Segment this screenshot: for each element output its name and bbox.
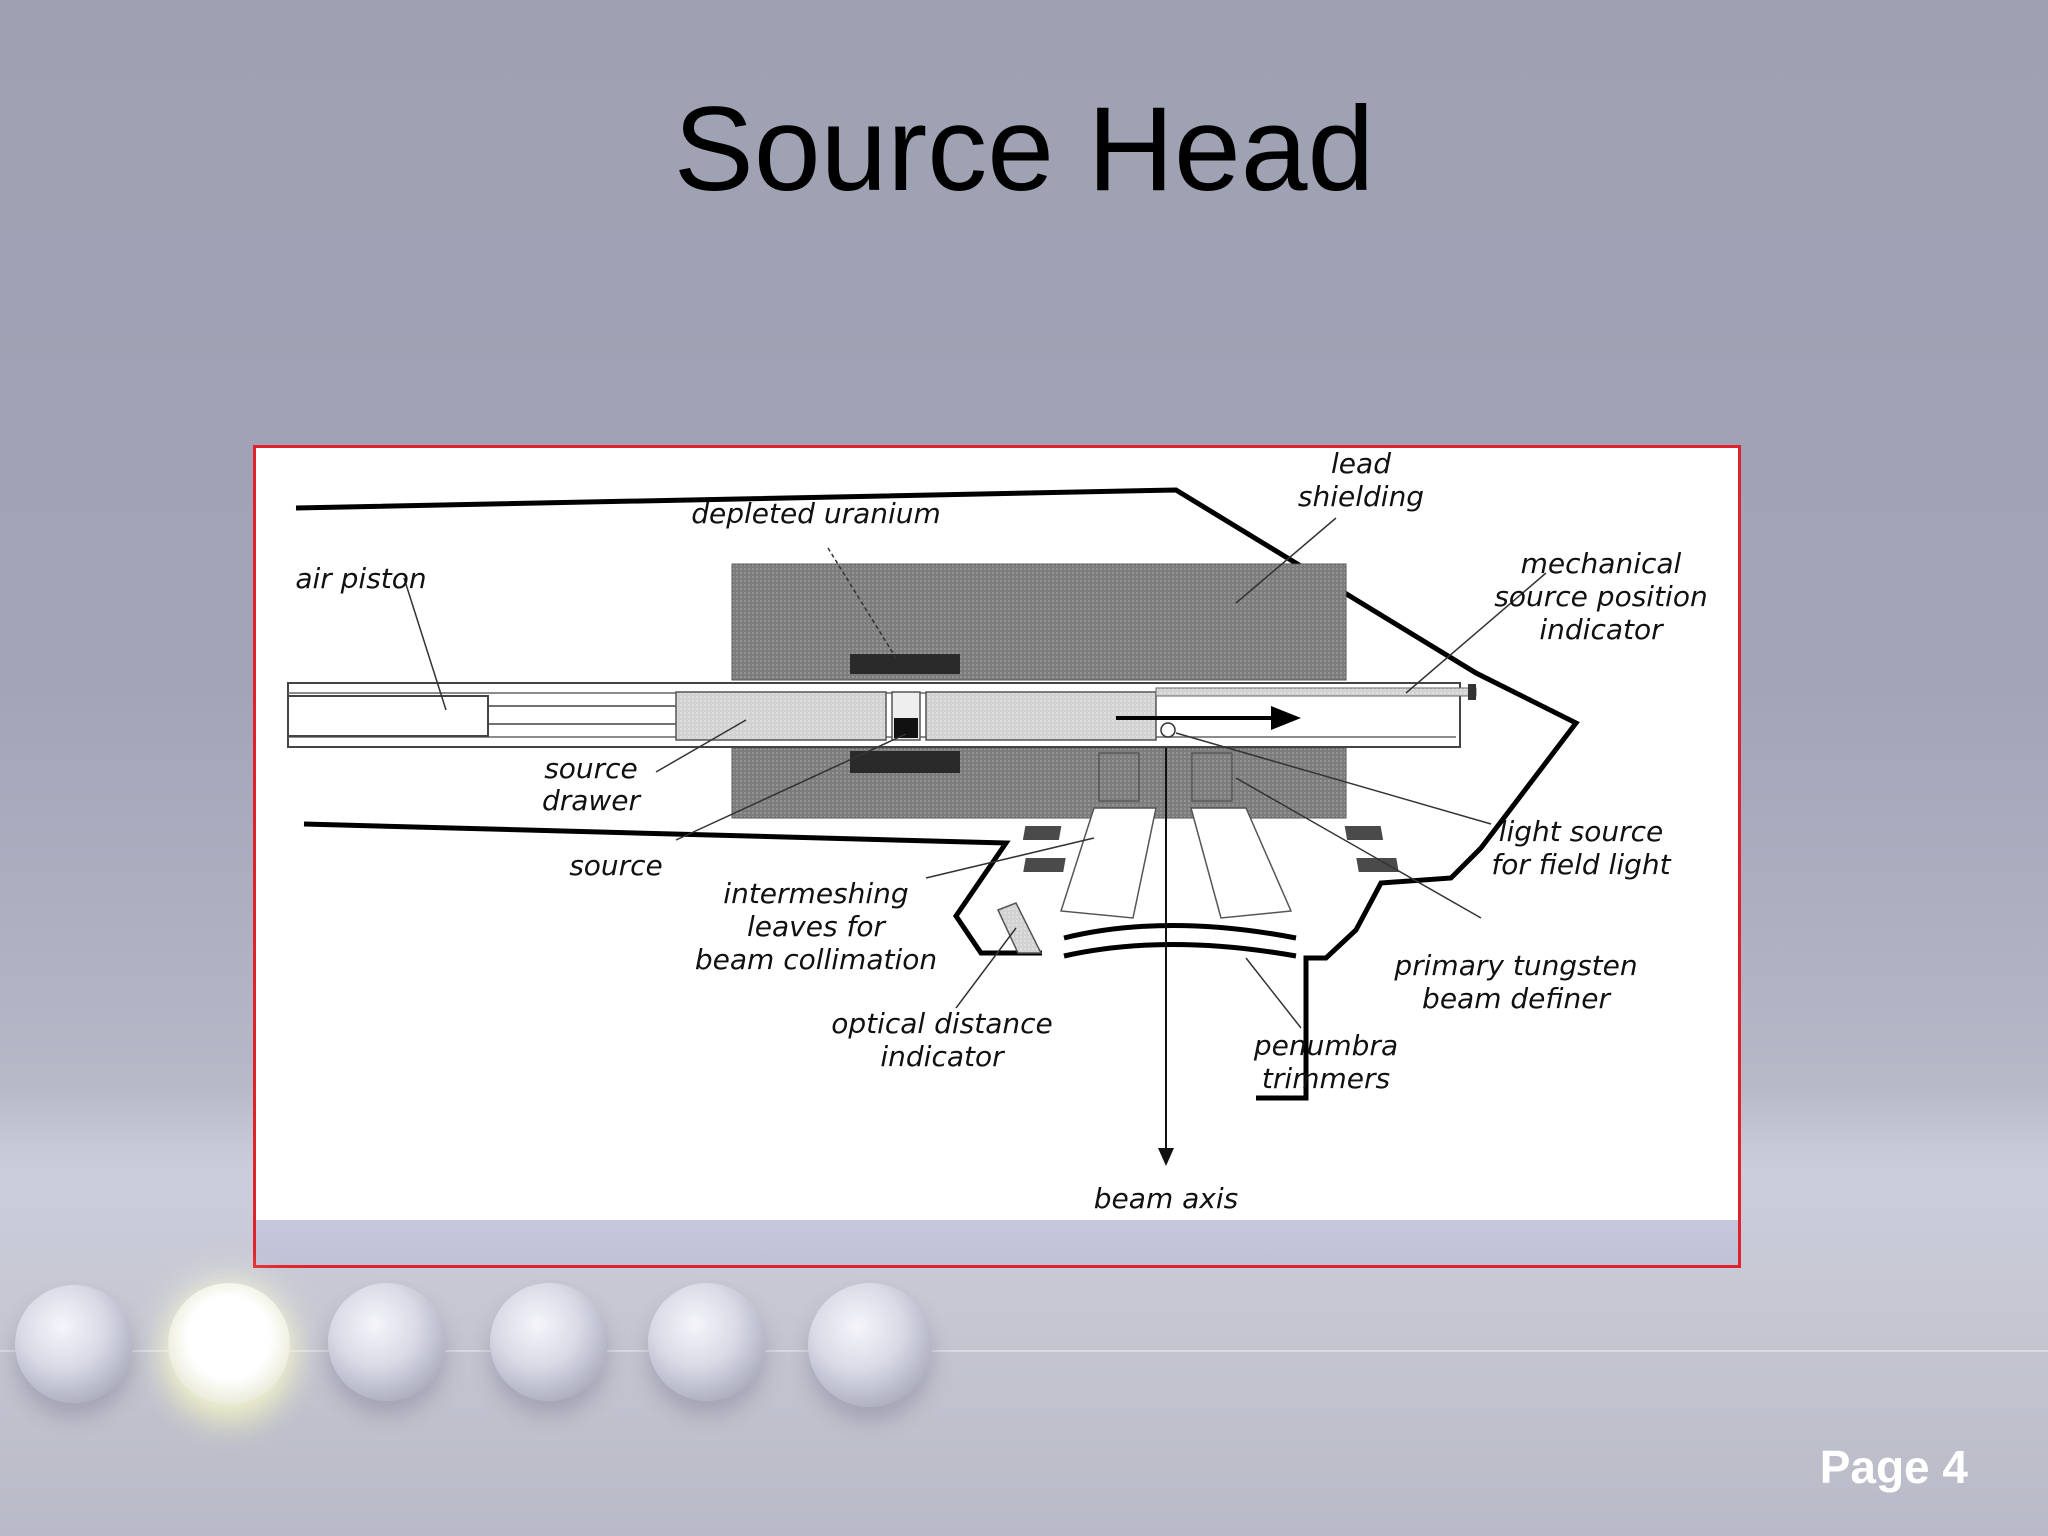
leader-piston (403, 577, 447, 711)
leader-source (675, 733, 907, 841)
floor-line (0, 1350, 2048, 1352)
lead-shielding-upper (731, 563, 1347, 681)
source-drawer (675, 691, 887, 741)
leader-drawer (655, 719, 747, 773)
page-number: Page 4 (1819, 1441, 1968, 1493)
label-mechanical-2: source position (1494, 580, 1707, 613)
leader-optical (955, 927, 1017, 1009)
leaf-right-1 (1344, 826, 1384, 840)
label-optical-1: optical distance (831, 1007, 1053, 1040)
leader-tungsten (1235, 777, 1482, 919)
label-lead: lead (1331, 448, 1391, 480)
label-penumbra-2: trimmers (1262, 1062, 1390, 1095)
leader-lines (403, 517, 1547, 1029)
label-penumbra-1: penumbra (1253, 1029, 1398, 1062)
leaf-housing-right (1190, 807, 1293, 919)
leaf-left-2 (1023, 858, 1066, 872)
label-mechanical-1: mechanical (1521, 547, 1682, 580)
leaf-housing-left (1060, 807, 1157, 919)
label-leaves-2: leaves for (747, 910, 886, 943)
decorative-sphere (15, 1285, 133, 1403)
optical-distance-indicator (996, 902, 1043, 954)
motion-arrow-head (1271, 706, 1301, 730)
light-source-circle (1160, 722, 1176, 738)
slide-title: Source Head (673, 82, 1375, 216)
label-tungsten-2: beam definer (1422, 982, 1611, 1015)
label-source-drawer-1: source (544, 752, 638, 785)
penumbra-trimmer-upper (1063, 923, 1297, 941)
decorative-sphere-glow (168, 1283, 290, 1405)
label-shielding: shielding (1298, 480, 1424, 513)
label-source-drawer-2: drawer (542, 784, 642, 817)
depleted-uranium-upper (850, 654, 960, 674)
indicator-rod (1155, 687, 1477, 697)
decorative-sphere (490, 1283, 608, 1401)
air-piston (287, 695, 489, 737)
label-tungsten-1: primary tungsten (1393, 949, 1637, 982)
source-core (894, 718, 918, 738)
tungsten-block-left (1098, 752, 1140, 802)
indicator-cap (1468, 684, 1476, 700)
leader-lead (1235, 517, 1337, 604)
lead-shielding-lower (731, 747, 1347, 819)
label-air-piston: air piston (295, 562, 426, 595)
source-head-diagram: lead shielding depleted uranium air pist… (287, 448, 1708, 1215)
diagram-bottom-strip (256, 1220, 1738, 1265)
housing-outline-lower (303, 821, 1042, 956)
depleted-uranium-lower (850, 751, 960, 773)
label-leaves-3: beam collimation (695, 943, 937, 976)
label-beam-axis: beam axis (1094, 1182, 1238, 1215)
penumbra-trimmer-lower (1063, 942, 1297, 959)
leaf-left-1 (1022, 826, 1062, 840)
decorative-sphere (328, 1283, 446, 1401)
label-depleted-uranium: depleted uranium (691, 497, 941, 530)
label-source: source (569, 849, 663, 882)
diagram-frame: lead shielding depleted uranium air pist… (253, 445, 1741, 1268)
label-light-source-2: for field light (1491, 848, 1671, 881)
leader-uranium (827, 547, 897, 659)
label-optical-2: indicator (880, 1040, 1005, 1073)
leaf-right-2 (1356, 858, 1399, 872)
label-mechanical-3: indicator (1539, 613, 1664, 646)
leader-penumbra (1245, 957, 1302, 1029)
label-light-source-1: light source (1499, 815, 1664, 848)
decorative-sphere (808, 1283, 932, 1407)
label-leaves-1: intermeshing (723, 877, 908, 910)
leader-mechanical (1405, 572, 1547, 694)
decorative-sphere (648, 1283, 766, 1401)
leader-leaves (925, 837, 1095, 879)
tungsten-block-right (1191, 752, 1233, 802)
beam-axis-arrowhead (1158, 1148, 1174, 1166)
leader-light (1175, 732, 1492, 825)
